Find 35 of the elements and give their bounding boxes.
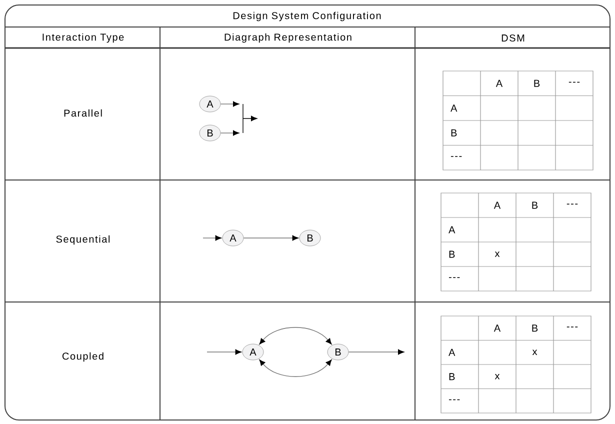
- column-header: DSM: [502, 34, 524, 42]
- cell-text: ---: [448, 277, 460, 278]
- arrow: [243, 235, 298, 241]
- cell-text: B: [532, 202, 538, 209]
- title: Design System Configuration: [233, 12, 381, 22]
- column-header: Interaction Type: [42, 33, 124, 43]
- cell-text: B: [534, 80, 540, 87]
- row-label: Sequential: [56, 235, 110, 245]
- cell-text: A: [494, 202, 501, 209]
- cell-text: B: [449, 373, 455, 380]
- cell-text: B: [451, 129, 457, 136]
- cell-text: x: [494, 252, 500, 257]
- column-header: Diagraph Representation: [224, 33, 352, 43]
- cell-text: ---: [568, 82, 580, 83]
- cell-text: x: [532, 350, 538, 356]
- cell-text: A: [496, 80, 503, 87]
- cell-text: B: [449, 250, 455, 258]
- arrow: [348, 349, 404, 355]
- cell-text: A: [450, 104, 458, 112]
- row-label: Parallel: [64, 109, 102, 117]
- row-label: Coupled: [62, 352, 104, 362]
- arrow: [202, 235, 222, 241]
- arrow: [259, 360, 332, 377]
- cell-text: x: [494, 374, 500, 380]
- cell-text: ---: [448, 399, 460, 400]
- arrow: [206, 349, 242, 355]
- cell-text: B: [532, 324, 538, 332]
- arrow: [220, 101, 240, 107]
- cell-text: A: [448, 226, 456, 234]
- cell-text: A: [494, 324, 501, 332]
- arrow: [259, 327, 332, 344]
- cell-text: A: [448, 348, 456, 356]
- cell-text: ---: [450, 156, 462, 157]
- arrow: [220, 130, 240, 136]
- cell-text: ---: [566, 326, 578, 328]
